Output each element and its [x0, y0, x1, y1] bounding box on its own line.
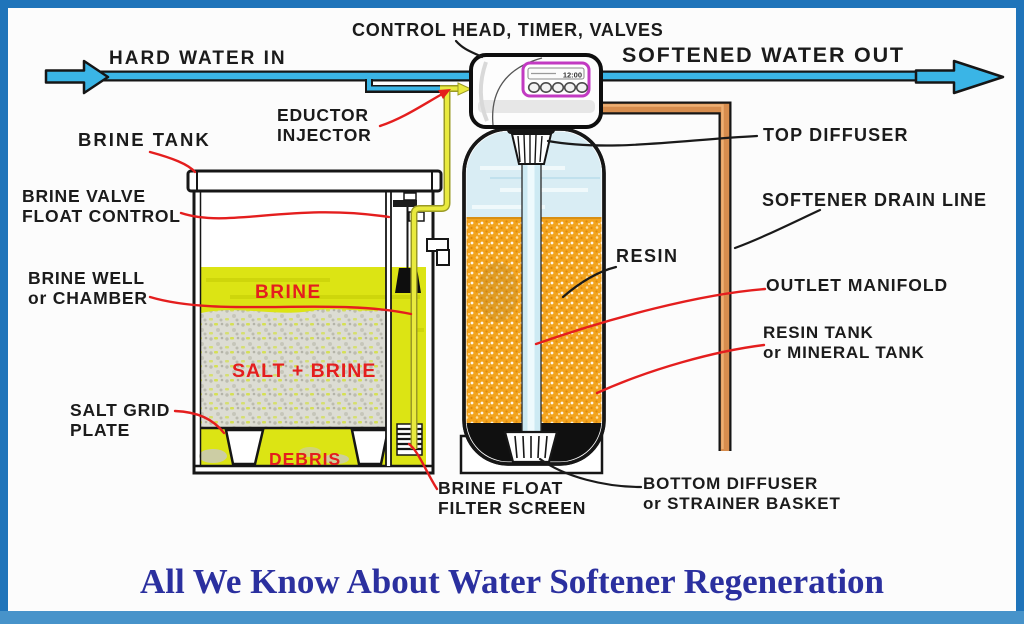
softened-water-arrow — [914, 59, 1005, 95]
label-brine-well-or-chamber: BRINE WELL or CHAMBER — [28, 268, 148, 309]
grid-plate-leg — [350, 428, 390, 466]
pointer-top-diffuser — [546, 134, 759, 147]
overflow-fitting — [426, 238, 450, 266]
brine-valve — [393, 200, 417, 207]
pointer-filter-screen — [407, 442, 439, 491]
hard-water-arrow — [44, 59, 110, 95]
pointer-resin — [561, 265, 618, 299]
eductor-arrowhead — [438, 89, 451, 99]
drain-pipe — [601, 101, 732, 451]
frame-bottom-strip — [0, 611, 1024, 624]
resin-tank — [462, 127, 606, 466]
label-top-diffuser: TOP DIFFUSER — [763, 125, 909, 145]
pointer-brine-tank — [148, 150, 197, 174]
pointer-drain-line — [733, 208, 822, 250]
salt-brine-pile — [201, 309, 387, 428]
pointer-eductor — [378, 91, 446, 128]
label-softener-drain-line: SOFTENER DRAIN LINE — [762, 190, 988, 210]
pointer-brine-well — [148, 295, 413, 316]
brine-tank-lid — [186, 169, 443, 193]
label-eductor-injector: EDUCTOR INJECTOR — [277, 105, 372, 146]
pointer-outlet-manifold — [534, 287, 767, 346]
red-pointer-lines — [148, 91, 767, 491]
label-brine-tank: BRINE TANK — [78, 129, 211, 150]
text-brine: BRINE — [255, 282, 322, 303]
control-buttons — [527, 82, 589, 94]
label-salt-grid-plate: SALT GRID PLATE — [70, 400, 171, 441]
label-resin-tank-or-mineral-tank: RESIN TANK or MINERAL TANK — [763, 323, 925, 362]
text-salt-brine: SALT + BRINE — [232, 360, 377, 382]
label-brine-float-filter-screen: BRINE FLOAT FILTER SCREEN — [438, 478, 587, 519]
pointer-control-head — [454, 39, 484, 59]
label-softened-water-out: SOFTENED WATER OUT — [622, 43, 905, 67]
top-diffuser — [510, 133, 553, 165]
text-debris: DEBRIS — [269, 449, 342, 469]
label-hard-water-in: HARD WATER IN — [109, 48, 287, 69]
black-pointer-lines — [454, 39, 822, 489]
control-head: 12:00 — [469, 53, 603, 129]
bypass-pipe — [365, 78, 441, 93]
pointer-bottom-diffuser — [538, 457, 643, 489]
pointer-salt-grid — [173, 409, 226, 435]
brine-tank — [186, 169, 450, 475]
label-resin: RESIN — [616, 246, 679, 266]
label-brine-valve-float-control: BRINE VALVE FLOAT CONTROL — [22, 186, 181, 227]
label-outlet-manifold: OUTLET MANIFOLD — [766, 275, 949, 295]
page-title: All We Know About Water Softener Regener… — [139, 562, 885, 601]
label-control-head: CONTROL HEAD, TIMER, VALVES — [352, 20, 664, 40]
brine-suction-line — [410, 82, 473, 449]
display-time: 12:00 — [563, 71, 582, 80]
label-bottom-diffuser-or-strainer-basket: BOTTOM DIFFUSER or STRAINER BASKET — [643, 474, 841, 513]
pointer-resin-tank — [595, 343, 766, 395]
grid-plate-leg — [224, 428, 265, 466]
pointer-float-control — [179, 211, 391, 220]
